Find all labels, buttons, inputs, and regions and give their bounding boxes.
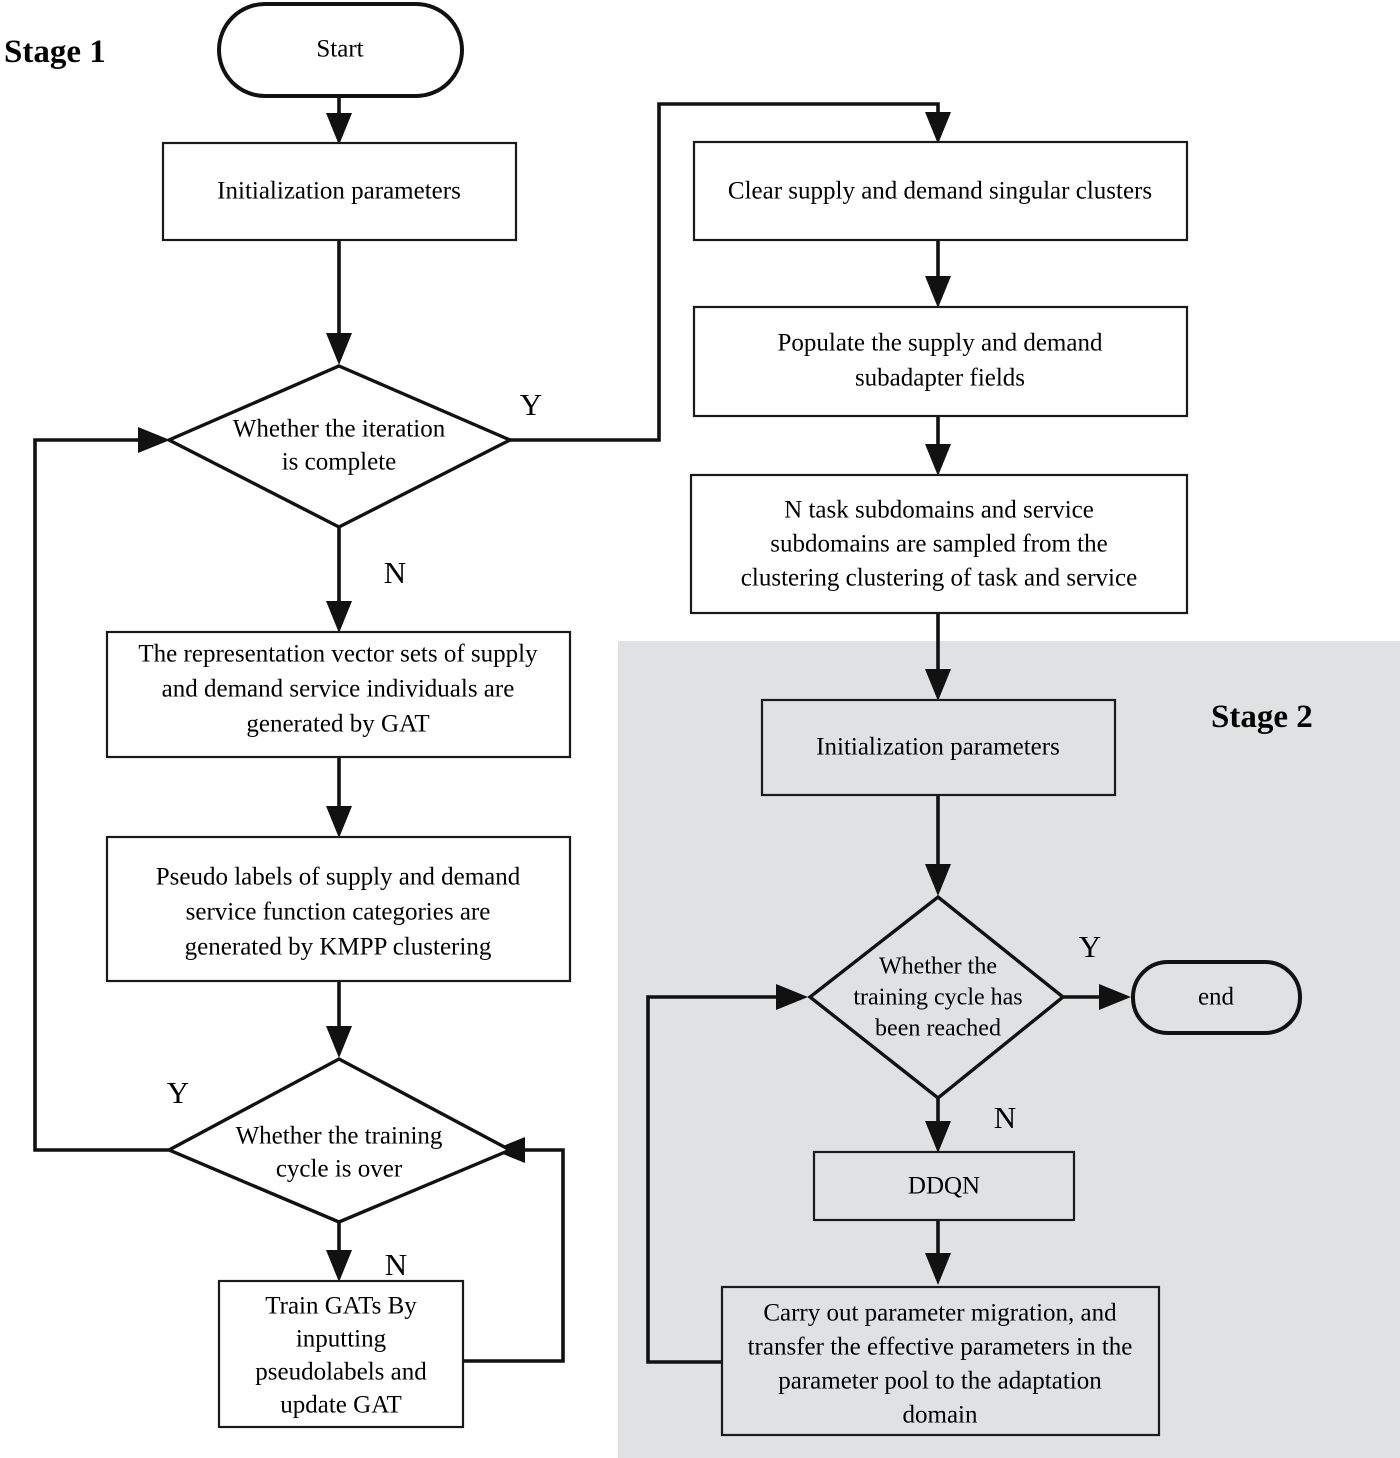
branch-label-iteration-no: N: [384, 555, 406, 590]
node-populate-subadapter-fields-line1: Populate the supply and demand: [778, 330, 1103, 357]
node-training-cycle-decision-line1: Whether the training: [236, 1123, 443, 1150]
node-task-subdomains-line1: N task subdomains and service: [784, 497, 1094, 524]
node-training-cycle-reached-line1: Whether the: [879, 954, 997, 980]
edge-init2-to-cycle: [925, 795, 951, 896]
branch-label-training-no: N: [385, 1247, 407, 1282]
node-train-gats[interactable]: Train GATs By inputting pseudolabels and…: [217, 1279, 465, 1429]
node-populate-subadapter-fields[interactable]: Populate the supply and demand subadapte…: [692, 305, 1189, 418]
node-training-cycle-decision-line2: cycle is over: [276, 1156, 403, 1183]
node-train-gats-line2: inputting: [296, 1326, 387, 1353]
branch-label-cycle-no: N: [994, 1100, 1016, 1135]
edge-migration-loop: [646, 984, 808, 1364]
node-ddqn-label: DDQN: [908, 1173, 980, 1200]
node-task-subdomains[interactable]: N task subdomains and service subdomains…: [689, 473, 1189, 615]
node-representation-vectors-line2: and demand service individuals are: [162, 676, 515, 703]
node-task-subdomains-line2: subdomains are sampled from the: [770, 531, 1107, 558]
node-training-cycle-reached-line3: been reached: [875, 1016, 1001, 1042]
node-task-subdomains-line3: clustering clustering of task and servic…: [741, 565, 1137, 592]
edge-iteration-yes: [510, 102, 951, 442]
node-iteration-decision-line2: is complete: [282, 449, 397, 476]
node-train-gats-line1: Train GATs By: [265, 1293, 417, 1320]
node-ddqn[interactable]: DDQN: [812, 1150, 1076, 1222]
node-pseudo-labels-line2: service function categories are: [186, 899, 491, 926]
edge-start-to-init: [326, 96, 352, 145]
stage1-label: Stage 1: [4, 34, 106, 70]
node-representation-vectors-line1: The representation vector sets of supply: [138, 641, 538, 668]
node-populate-subadapter-fields-line2: subadapter fields: [855, 365, 1025, 392]
edge-populate-to-subdomains: [925, 416, 951, 476]
node-parameter-migration-line4: domain: [903, 1402, 978, 1429]
node-pseudo-labels[interactable]: Pseudo labels of supply and demand servi…: [105, 835, 572, 983]
edge-pseudo-to-training: [326, 981, 352, 1058]
branch-label-cycle-yes: Y: [1079, 929, 1101, 964]
node-pseudo-labels-line1: Pseudo labels of supply and demand: [156, 864, 521, 891]
node-parameter-migration-line1: Carry out parameter migration, and: [763, 1300, 1117, 1327]
stage2-label: Stage 2: [1211, 699, 1313, 735]
node-training-cycle-reached-decision[interactable]: Whether the training cycle has been reac…: [807, 894, 1066, 1101]
node-train-gats-line3: pseudolabels and: [255, 1359, 427, 1386]
edge-init-to-iteration: [326, 240, 352, 365]
node-start[interactable]: Start: [217, 2, 464, 98]
edge-iteration-no: [326, 527, 352, 633]
edge-clear-to-populate: [925, 240, 951, 308]
node-training-cycle-reached-line2: training cycle has: [853, 985, 1022, 1011]
edge-cycle-yes-to-end: [1063, 984, 1131, 1010]
edge-ddqn-to-migration: [925, 1220, 951, 1285]
edge-cycle-no-to-ddqn: [925, 1098, 951, 1153]
edge-training-no: [326, 1222, 352, 1282]
node-end[interactable]: end: [1131, 960, 1302, 1035]
node-init-parameters-stage2[interactable]: Initialization parameters: [760, 698, 1117, 797]
node-train-gats-line4: update GAT: [280, 1392, 402, 1419]
node-iteration-decision-line1: Whether the iteration: [233, 416, 446, 443]
branch-label-iteration-yes: Y: [520, 387, 542, 422]
edge-training-yes-loop: [33, 427, 170, 1152]
node-representation-vectors-line3: generated by GAT: [246, 711, 429, 738]
node-pseudo-labels-line3: generated by KMPP clustering: [185, 934, 492, 961]
edge-traingats-loop: [463, 1137, 565, 1363]
node-training-cycle-decision[interactable]: Whether the training cycle is over: [165, 1057, 514, 1224]
node-parameter-migration-line2: transfer the effective parameters in the: [748, 1334, 1133, 1361]
branch-label-training-yes: Y: [167, 1075, 189, 1110]
node-iteration-decision[interactable]: Whether the iteration is complete: [165, 364, 514, 529]
node-clear-singular-clusters[interactable]: Clear supply and demand singular cluster…: [692, 140, 1189, 242]
node-parameter-migration[interactable]: Carry out parameter migration, and trans…: [720, 1285, 1161, 1437]
node-start-label: Start: [316, 36, 363, 63]
node-representation-vectors[interactable]: The representation vector sets of supply…: [105, 630, 572, 759]
node-init-parameters-stage1[interactable]: Initialization parameters: [161, 141, 518, 242]
node-init-parameters-stage2-label: Initialization parameters: [816, 734, 1060, 761]
node-end-label: end: [1198, 984, 1235, 1011]
node-init-parameters-stage1-label: Initialization parameters: [217, 178, 461, 205]
edge-repr-to-pseudo: [326, 757, 352, 838]
node-clear-singular-clusters-label: Clear supply and demand singular cluster…: [728, 178, 1152, 205]
edge-subdomains-to-init2: [925, 613, 951, 701]
node-parameter-migration-line3: parameter pool to the adaptation: [778, 1368, 1102, 1395]
